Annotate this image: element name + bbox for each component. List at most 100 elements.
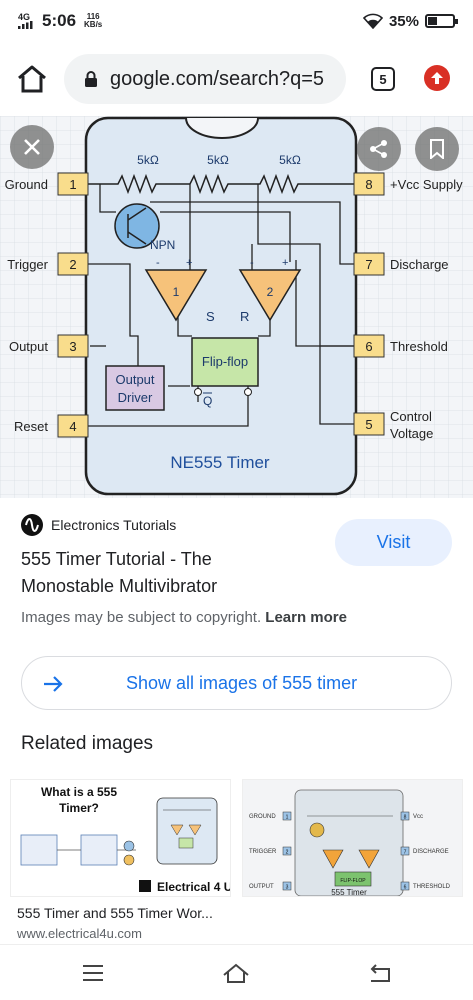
pin-number: 1 xyxy=(69,177,76,192)
comparator-1-label: 1 xyxy=(173,285,180,299)
resistor-label: 5kΩ xyxy=(279,153,301,167)
pin-6 xyxy=(353,334,385,358)
pin-label: Trigger xyxy=(7,257,48,272)
related-image-1: What is a 555 Timer? Electrical 4 U xyxy=(11,780,230,896)
lock-icon xyxy=(85,71,97,87)
save-button[interactable] xyxy=(415,127,459,171)
related-image-2: FLIP-FLOP 555 Timer GROUND 1 TRIGGER 2 O… xyxy=(243,780,462,897)
related-image-thumbnail[interactable]: What is a 555 Timer? Electrical 4 U xyxy=(10,779,231,897)
pin-label: Control xyxy=(390,409,432,424)
thumb-label: Vcc xyxy=(413,814,423,820)
pin-label: Output xyxy=(9,339,48,354)
pin-label: Ground xyxy=(5,177,48,192)
visit-button[interactable]: Visit xyxy=(335,519,452,566)
pin-1 xyxy=(57,172,89,196)
related-image-caption[interactable]: 555 Timer and 555 Timer Wor... xyxy=(17,905,213,921)
related-image-thumbnail[interactable]: FLIP-FLOP 555 Timer GROUND 1 TRIGGER 2 O… xyxy=(242,779,463,897)
image-viewer[interactable]: 5kΩ 5kΩ 5kΩ NPN 1 - + xyxy=(0,116,473,498)
bookmark-icon xyxy=(430,139,444,159)
pin-7 xyxy=(353,252,385,276)
thumb-label: 6 xyxy=(404,885,407,891)
comparator-2-minus: - xyxy=(250,257,254,269)
clock: 5:06 xyxy=(42,11,77,30)
system-nav-bar xyxy=(0,944,473,1000)
pin-label: Threshold xyxy=(390,339,448,354)
copyright-text: Images may be subject to copyright. xyxy=(21,609,262,626)
pin-label: Voltage xyxy=(390,426,433,441)
menu-icon[interactable] xyxy=(78,961,108,985)
pin-2 xyxy=(57,252,89,276)
thumb-label: 1 xyxy=(286,815,289,821)
result-title[interactable]: 555 Timer Tutorial - The Monostable Mult… xyxy=(21,549,218,596)
url-text: google.com/search?q=5 xyxy=(110,67,325,90)
data-speed-value: 116 xyxy=(86,12,100,21)
related-images-heading: Related images xyxy=(21,733,154,754)
thumb-label: 555 Timer xyxy=(331,888,367,897)
show-all-images-button[interactable]: Show all images of 555 timer xyxy=(21,656,452,710)
pin-number: 2 xyxy=(69,257,76,272)
browser-toolbar: google.com/search?q=5 5 xyxy=(0,50,473,108)
data-speed: 116 KB/s xyxy=(84,13,102,29)
s-label: S xyxy=(206,309,215,324)
timer-diagram-image: 5kΩ 5kΩ 5kΩ NPN 1 - + xyxy=(0,116,473,498)
pin-3 xyxy=(57,334,89,358)
thumb-label: FLIP-FLOP xyxy=(340,878,366,884)
pin-number: 7 xyxy=(365,257,372,272)
network-type: 4G xyxy=(18,12,31,22)
battery-percent: 35% xyxy=(388,12,419,30)
pin-4 xyxy=(57,414,89,438)
arrow-up-icon xyxy=(431,72,443,84)
pin-number: 4 xyxy=(69,419,76,434)
pin-label: Discharge xyxy=(390,257,449,272)
thumb-title: What is a 555 xyxy=(41,785,117,799)
comparator-1-plus: + xyxy=(186,257,192,269)
comparator-2-plus: + xyxy=(282,257,288,269)
related-image-source: www.electrical4u.com xyxy=(17,926,142,941)
home-icon[interactable] xyxy=(221,961,251,985)
thumb-label: THRESHOLD xyxy=(413,884,451,890)
data-speed-unit: KB/s xyxy=(84,20,103,29)
output-driver-block xyxy=(105,365,165,411)
copyright-notice: Images may be subject to copyright. Lear… xyxy=(21,609,347,626)
chip-body xyxy=(84,116,358,496)
pin-label: +Vcc Supply xyxy=(390,177,463,192)
npn-label: NPN xyxy=(150,238,175,252)
pin-number: 6 xyxy=(365,339,372,354)
source-name: Electronics Tutorials xyxy=(51,517,177,533)
comparator-2 xyxy=(238,269,302,322)
flip-flop-label: Flip-flop xyxy=(202,354,248,369)
back-icon[interactable] xyxy=(365,961,395,985)
battery-fill xyxy=(428,17,438,25)
share-button[interactable] xyxy=(357,127,401,171)
status-bar: 4G 5:06 116 KB/s 35% xyxy=(0,0,473,42)
sine-wave-icon xyxy=(25,518,39,532)
status-right: 35% xyxy=(362,12,458,30)
address-bar[interactable]: google.com/search?q=5 xyxy=(64,54,346,104)
thumb-label: 2 xyxy=(286,850,289,856)
resistor-label: 5kΩ xyxy=(137,153,159,167)
flip-flop-block xyxy=(191,337,259,387)
arrow-right-icon xyxy=(44,676,63,692)
result-source[interactable]: Electronics Tutorials xyxy=(21,514,176,536)
learn-more-link[interactable]: Learn more xyxy=(265,609,347,626)
resistor-chain xyxy=(88,173,356,195)
signal-bars-icon xyxy=(18,21,33,29)
tab-switcher-button[interactable]: 5 xyxy=(371,67,395,91)
home-icon[interactable] xyxy=(16,64,48,94)
npn-transistor xyxy=(114,203,160,249)
q-bar-label: Q xyxy=(203,394,212,408)
close-button[interactable] xyxy=(10,125,54,169)
close-icon xyxy=(24,139,40,155)
battery-icon xyxy=(425,14,458,28)
pin-number: 8 xyxy=(365,177,372,192)
thumb-label: TRIGGER xyxy=(249,849,277,855)
thumb-label: 7 xyxy=(404,850,407,856)
chip-title: NE555 Timer xyxy=(170,453,270,472)
update-button[interactable] xyxy=(424,65,450,91)
thumb-label: DISCHARGE xyxy=(413,849,449,855)
circuit-wires xyxy=(88,184,356,427)
show-all-label: Show all images of 555 timer xyxy=(126,673,358,693)
thumb-label: 3 xyxy=(286,885,289,891)
share-icon xyxy=(370,140,387,158)
comparator-2-label: 2 xyxy=(267,285,274,299)
